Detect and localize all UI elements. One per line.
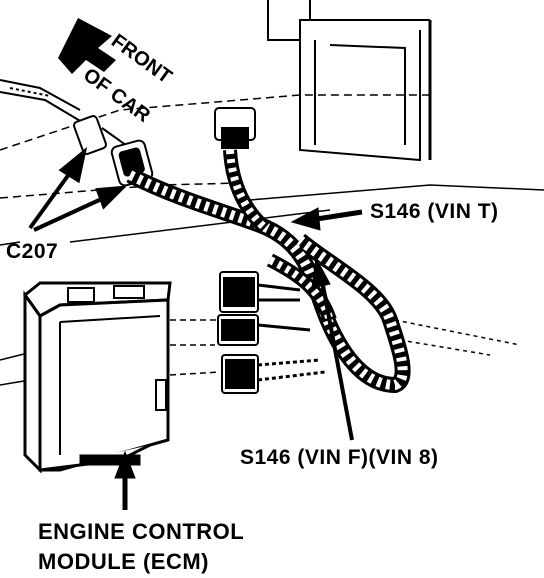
ecm-leader-arrow [114, 450, 136, 510]
main-harness [126, 149, 411, 394]
ecm-label-line2: MODULE (ECM) [38, 549, 209, 574]
ecm-connectors [217, 271, 326, 394]
s146-vin-t-label: S146 (VIN T) [370, 200, 499, 223]
ecm-label-line1: ENGINE CONTROL [38, 519, 245, 544]
s146-vin-t-arrow [290, 207, 363, 231]
ecm-module [22, 281, 172, 474]
s146-vin-f8-label: S146 (VIN F)(VIN 8) [240, 446, 439, 469]
c207-leader-arrows [28, 146, 331, 243]
c207-label: C207 [6, 240, 59, 263]
front-of-car-arrow [58, 18, 116, 74]
s146-vin-f8-arrow [311, 256, 354, 441]
upper-connector [214, 107, 256, 149]
left-harness [0, 79, 131, 155]
